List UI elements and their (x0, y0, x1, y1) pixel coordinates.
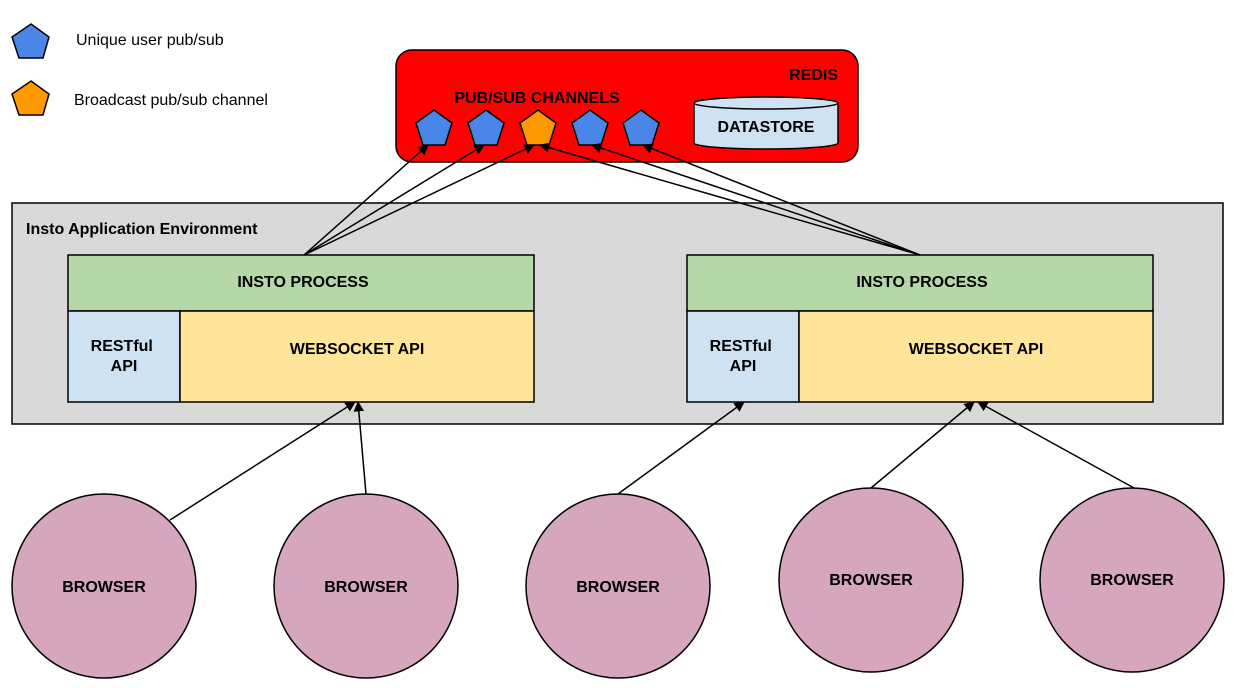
application-environment: Insto Application Environment INSTO PROC… (11, 202, 1224, 425)
insto-process-2: INSTO PROCESS RESTful API WEBSOCKET API (686, 254, 1154, 403)
browser-5: BROWSER (1039, 487, 1225, 673)
redis-title: REDIS (789, 67, 838, 84)
process-title: INSTO PROCESS (856, 274, 988, 291)
browser-label: BROWSER (62, 579, 146, 596)
browser-3: BROWSER (525, 493, 711, 679)
redis-box: REDIS PUB/SUB CHANNELS DATASTORE (395, 49, 859, 163)
channel-unique-1-icon (415, 109, 453, 146)
websocket-api-box (798, 310, 1154, 403)
datastore-label: DATASTORE (718, 119, 815, 136)
arrow-b2-ws1 (353, 400, 367, 495)
browser-2: BROWSER (273, 493, 459, 679)
browser-circle (273, 493, 459, 679)
browser-1: BROWSER (11, 493, 197, 679)
process-header (67, 254, 535, 312)
channel-unique-3-icon (571, 109, 609, 146)
arrow-b3-rest2 (617, 401, 745, 495)
datastore-cylinder: DATASTORE (693, 96, 839, 150)
legend: Unique user pub/sub Broadcast pub/sub ch… (11, 23, 268, 116)
channel-unique-2-icon (467, 109, 505, 146)
arrow-p2-ch4 (591, 143, 921, 256)
websocket-api-label: WEBSOCKET API (909, 341, 1044, 358)
arrow-p1-ch3 (303, 144, 535, 256)
arrow-p1-ch2 (303, 144, 485, 256)
arrow-b4-ws2 (870, 401, 975, 489)
browser-to-api-arrows (169, 400, 1135, 521)
arrow-p2-ch3 (538, 142, 921, 256)
websocket-api-label: WEBSOCKET API (290, 341, 425, 358)
browser-label: BROWSER (576, 579, 660, 596)
browser-circle (525, 493, 711, 679)
browser-label: BROWSER (1090, 572, 1174, 589)
legend-unique-label: Unique user pub/sub (76, 32, 224, 49)
restful-api-label: RESTful API (710, 338, 777, 375)
process-header (686, 254, 1154, 312)
legend-broadcast-label: Broadcast pub/sub channel (74, 92, 268, 109)
websocket-api-box (179, 310, 535, 403)
arrow-p2-ch5 (642, 143, 921, 256)
restful-api-box (67, 310, 181, 403)
arrow-b1-ws1 (169, 401, 356, 521)
browser-label: BROWSER (829, 572, 913, 589)
channel-icons (415, 109, 660, 146)
insto-process-1: INSTO PROCESS RESTful API WEBSOCKET API (67, 254, 535, 403)
browser-circle (1039, 487, 1225, 673)
blue-pentagon-icon (11, 23, 50, 59)
datastore-body (693, 103, 839, 150)
orange-pentagon-icon (11, 80, 50, 116)
channel-broadcast-icon (519, 109, 557, 146)
browsers: BROWSER BROWSER BROWSER BROWSER BROWSER (11, 487, 1225, 679)
environment-title: Insto Application Environment (26, 221, 258, 238)
restful-api-box (686, 310, 800, 403)
datastore-top (693, 96, 839, 110)
restful-api-label: RESTful API (91, 338, 158, 375)
channel-unique-4-icon (622, 109, 660, 146)
process-title: INSTO PROCESS (237, 274, 369, 291)
browser-circle (11, 493, 197, 679)
arrow-b5-ws2 (977, 401, 1135, 489)
browser-circle (778, 487, 964, 673)
browser-label: BROWSER (324, 579, 408, 596)
browser-4: BROWSER (778, 487, 964, 673)
process-to-channel-arrows (303, 142, 921, 256)
arrow-p1-ch1 (303, 144, 429, 256)
pubsub-channels-label: PUB/SUB CHANNELS (454, 90, 620, 107)
